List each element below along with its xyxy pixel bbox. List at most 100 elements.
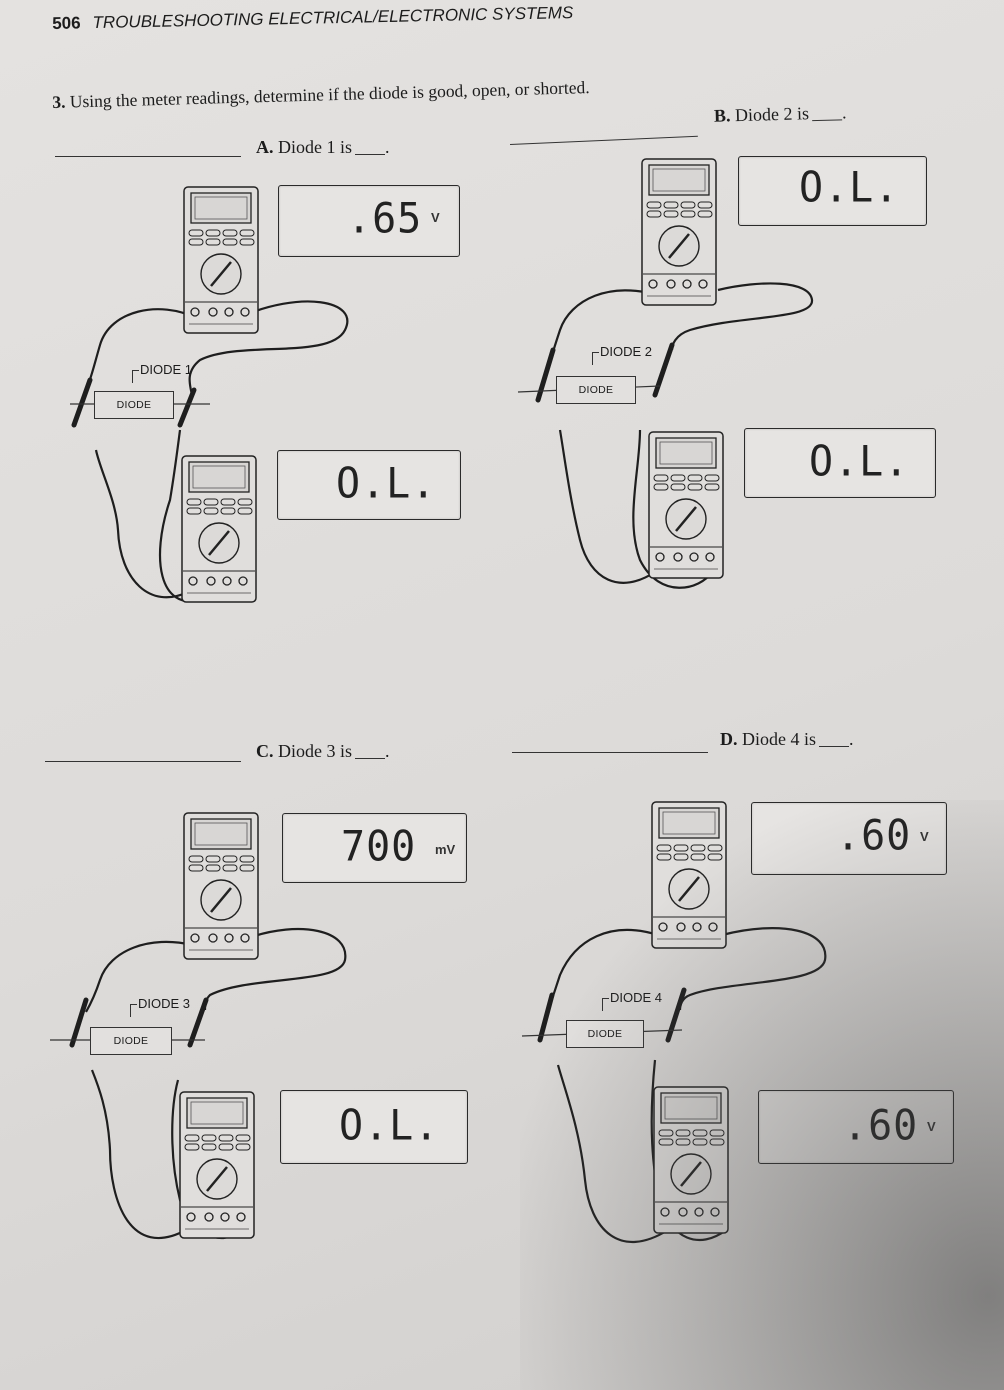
reading-b-top-value: O.L. (799, 163, 900, 213)
meter-a-bottom-button (186, 507, 202, 515)
meter-b-top-jack (666, 279, 676, 289)
meter-d-bottom-display (660, 1092, 722, 1124)
meter-c-bottom-jack (220, 1212, 230, 1222)
question-number: 3. (52, 91, 66, 112)
part-b-text: Diode 2 is (734, 103, 810, 126)
meter-b-bottom-button (704, 474, 720, 482)
meter-c-top-jack (224, 933, 234, 943)
probe-d-left (537, 992, 555, 1043)
diode-box-d-label: DIODE (587, 1028, 623, 1040)
meter-a-bottom-jack (188, 576, 198, 586)
meter-d-bottom-button (692, 1129, 708, 1137)
meter-c-top-button (239, 864, 255, 872)
part-b-short-blank[interactable] (812, 119, 843, 122)
diode-box-c-label: DIODE (113, 1035, 149, 1047)
reading-d-top-unit: V (920, 829, 929, 844)
probe-b-left (535, 347, 556, 403)
meter-a-bottom-jack (222, 576, 232, 586)
meter-c-top-button (222, 855, 238, 863)
wire-b-bot-black (558, 429, 656, 584)
meter-a-top-jack (208, 307, 218, 317)
reading-d-top: .60 V (751, 802, 947, 875)
reading-b-bottom-value: O.L. (809, 437, 910, 487)
meter-c-top-button (239, 855, 255, 863)
meter-a-top-button (188, 229, 204, 237)
meter-d-top-button (690, 853, 706, 861)
meter-c-bottom-jack (236, 1212, 246, 1222)
meter-b-bottom-jack (673, 552, 683, 562)
diode-label-a: DIODE 1 (131, 362, 193, 383)
meter-b-bottom-dial-pointer (675, 506, 697, 532)
meter-c-bottom-button (218, 1143, 234, 1151)
meter-d-top-button (656, 853, 672, 861)
meter-a-top-button (222, 229, 238, 237)
meter-b-top-jack (648, 279, 658, 289)
part-d-prompt: D. Diode 4 is. (720, 729, 854, 749)
meter-c-top-jack (190, 933, 200, 943)
probe-d-right (665, 987, 687, 1043)
part-a-text: Diode 1 is (278, 137, 352, 157)
meter-d-bottom-button (675, 1129, 691, 1137)
part-c-letter: C. (256, 741, 274, 761)
meter-a-bottom-button (220, 498, 236, 506)
reading-c-top: 700 mV (282, 813, 467, 883)
reading-b-bottom: O.L. (744, 428, 936, 498)
diode-box-d: DIODE (566, 1020, 644, 1048)
meter-b-bottom-button (687, 474, 703, 482)
diode-box-b-label: DIODE (578, 384, 614, 396)
meter-a-top-button (239, 229, 255, 237)
meter-a-top-dial-pointer (210, 261, 232, 287)
reading-c-bottom-value: O.L. (339, 1101, 440, 1151)
meter-d-top-jack (658, 922, 668, 932)
answer-line-b[interactable] (510, 135, 698, 145)
meter-a-top-button (188, 238, 204, 246)
part-c-short-blank[interactable] (355, 758, 385, 759)
part-d-short-blank[interactable] (819, 746, 849, 747)
chapter-title: TROUBLESHOOTING ELECTRICAL/ELECTRONIC SY… (92, 3, 574, 33)
meter-a-bottom-button (203, 498, 219, 506)
meter-c-top-button (188, 864, 204, 872)
diode-box-c: DIODE (90, 1027, 172, 1055)
meter-c-top-jack (240, 933, 250, 943)
meter-c-bottom-dial-pointer (206, 1166, 228, 1192)
diode-label-c: DIODE 3 (129, 996, 191, 1017)
meter-a-bottom-button (186, 498, 202, 506)
part-a-short-blank[interactable] (355, 154, 385, 155)
meter-b-bottom-button (670, 483, 686, 491)
meter-a-top-jack (190, 307, 200, 317)
reading-a-top-value: .65 (347, 194, 423, 244)
meter-b-top-button (680, 201, 696, 209)
meter-b-top-button (663, 210, 679, 218)
meter-b-top-button (680, 210, 696, 218)
meter-a-top-jack (240, 307, 250, 317)
meter-d-top-jack (692, 922, 702, 932)
answer-line-a[interactable] (55, 156, 241, 157)
part-b-prompt: B. Diode 2 is. (713, 102, 847, 126)
meter-c-bottom-button (184, 1143, 200, 1151)
meter-c-top-button (188, 855, 204, 863)
meter-b-bottom-jack (655, 552, 665, 562)
meter-a-bottom (181, 455, 259, 605)
meter-c-top-button (205, 855, 221, 863)
meter-b-bottom-jack (705, 552, 715, 562)
meter-a-bottom-button (203, 507, 219, 515)
meter-a-bottom-button (220, 507, 236, 515)
meter-d-bottom-button (709, 1129, 725, 1137)
meter-b-top-button (663, 201, 679, 209)
answer-line-c[interactable] (45, 761, 241, 762)
probe-c-right (187, 997, 209, 1048)
part-c-text: Diode 3 is (278, 741, 352, 761)
meter-b-bottom-jack (689, 552, 699, 562)
meter-d-top-button (673, 844, 689, 852)
meter-a-top-button (222, 238, 238, 246)
answer-line-d[interactable] (512, 752, 708, 753)
meter-a-top-display (190, 192, 252, 224)
meter-d-bottom-jack (710, 1207, 720, 1217)
meter-d-bottom-button (675, 1138, 691, 1146)
meter-b-top-button (697, 201, 713, 209)
meter-c-top-button (205, 864, 221, 872)
meter-d-bottom-button (658, 1138, 674, 1146)
meter-b-bottom-button (653, 474, 669, 482)
